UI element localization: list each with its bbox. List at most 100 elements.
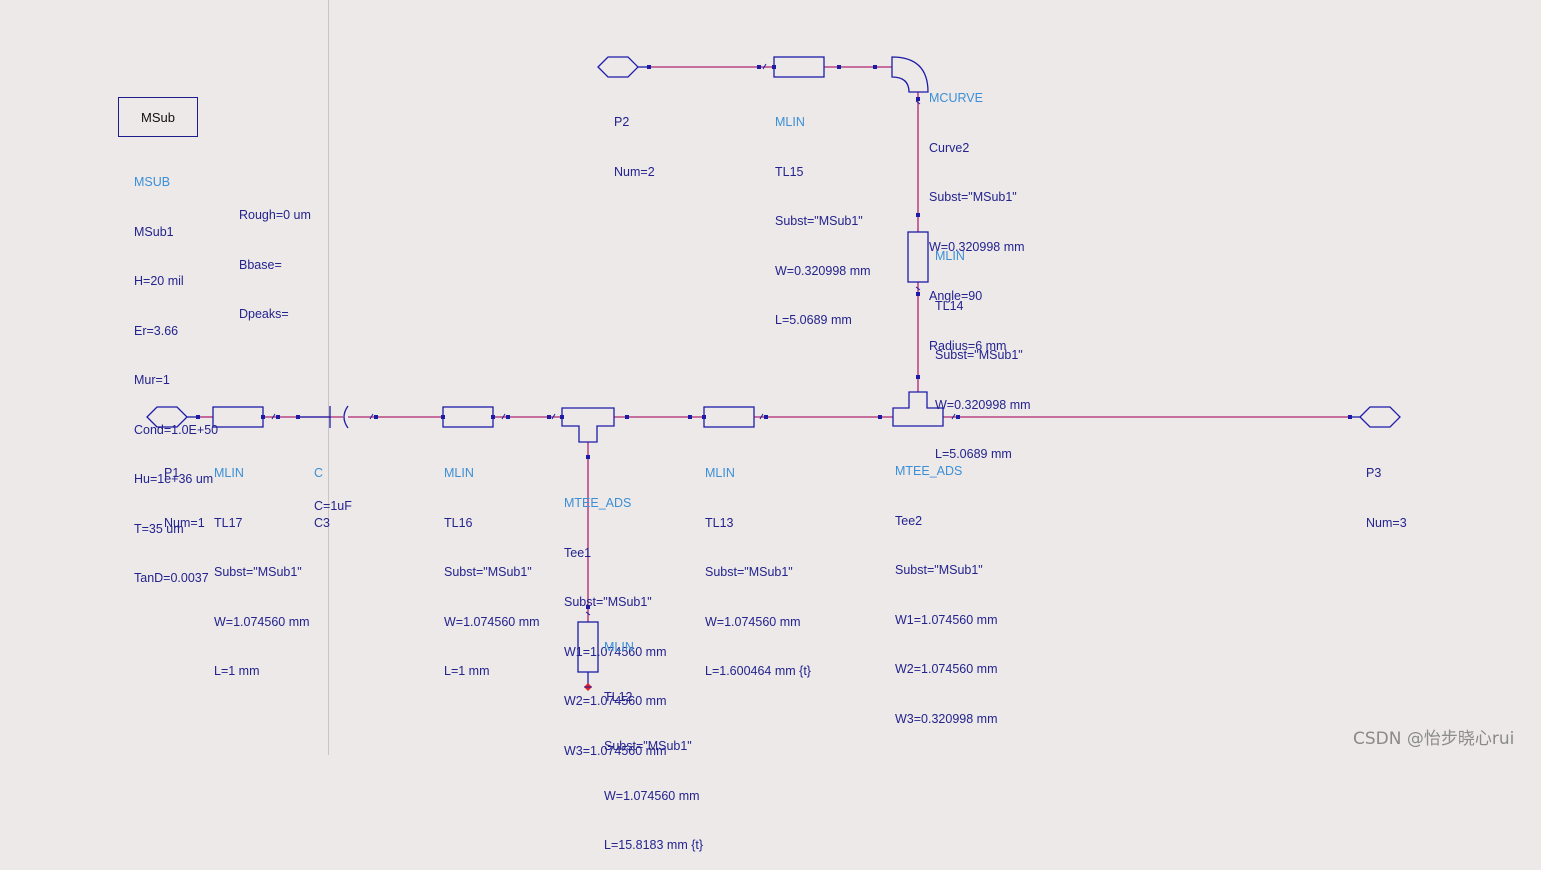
tl12-end-marker [584, 683, 592, 691]
component-name: TL14 [935, 298, 964, 313]
component-name: TL15 [775, 164, 804, 179]
component-param: W=0.320998 mm [929, 239, 1025, 254]
component-param: W2=1.074560 mm [895, 662, 998, 676]
msub-param: Bbase= [239, 257, 282, 272]
component-name: C3 [314, 515, 330, 530]
msub-param: Rough=0 um [239, 208, 311, 222]
port-p3-label: P3 Num=3 [1366, 432, 1407, 548]
component-param: Subst="MSub1" [444, 565, 532, 579]
component-type: C [314, 466, 324, 480]
component-param: W=1.074560 mm [444, 614, 540, 629]
component-param: W=1.074560 mm [705, 614, 801, 629]
port-num: Num=1 [164, 515, 205, 530]
component-type: MLIN [935, 249, 965, 263]
component-param: Subst="MSub1" [895, 563, 983, 577]
tl15-symbol[interactable] [773, 56, 825, 78]
port-num: Num=2 [614, 164, 655, 179]
tee2-label: MTEE_ADS Tee2 Subst="MSub1" W1=1.074560 … [895, 430, 997, 744]
tl15-label: MLIN TL15 Subst="MSub1" W=0.320998 mm L=… [775, 81, 871, 345]
msub-param: Mur=1 [134, 373, 170, 387]
port-name: P2 [614, 115, 630, 129]
component-param: W=1.074560 mm [604, 788, 700, 803]
component-param: Subst="MSub1" [564, 595, 652, 609]
pin-ticks [271, 63, 956, 616]
tl16-symbol[interactable] [442, 406, 494, 428]
schematic-canvas [146, 0, 1401, 755]
component-type: MCURVE [929, 91, 983, 105]
port-p3-symbol[interactable] [1359, 406, 1401, 428]
component-type: MTEE_ADS [564, 496, 632, 510]
component-type: MLIN [444, 466, 474, 480]
component-name: Curve2 [929, 140, 970, 155]
component-param: W1=1.074560 mm [564, 644, 667, 659]
component-type: MLIN [775, 115, 805, 129]
c3-param-label: C=1uF [314, 465, 352, 531]
msub-param: Er=3.66 [134, 323, 179, 338]
port-p1-label: P1 Num=1 [164, 432, 205, 548]
tl17-symbol[interactable] [212, 406, 264, 428]
port-p2-label: P2 Num=2 [614, 81, 655, 197]
tl16-label: MLIN TL16 Subst="MSub1" W=1.074560 mm L=… [444, 432, 540, 696]
component-name: TL12 [604, 689, 633, 704]
curve2-label: MCURVE Curve2 Subst="MSub1" W=0.320998 m… [929, 57, 1025, 371]
pins [196, 65, 1352, 609]
port-num: Num=3 [1366, 515, 1407, 530]
msub-symbol[interactable]: MSub [118, 97, 198, 137]
tee1-symbol[interactable] [561, 407, 615, 443]
curve2-symbol[interactable] [891, 56, 929, 93]
watermark: CSDN @怡步晓心rui [1353, 729, 1515, 749]
tl14-label: MLIN TL14 Subst="MSub1" W=0.320998 mm L=… [935, 215, 1031, 479]
component-param: W=1.074560 mm [214, 614, 310, 629]
msub-param: H=20 mil [134, 274, 184, 288]
tl13-symbol[interactable] [703, 406, 755, 428]
component-param: Subst="MSub1" [775, 214, 863, 228]
component-type: MLIN [214, 466, 244, 480]
component-param: Angle=90 [929, 289, 983, 303]
component-param: Subst="MSub1" [604, 739, 692, 753]
component-param: W3=0.320998 mm [895, 711, 998, 726]
component-param: L=15.8183 mm {t} [604, 838, 704, 852]
tl17-label: MLIN TL17 Subst="MSub1" W=1.074560 mm L=… [214, 432, 310, 696]
component-param: Subst="MSub1" [929, 190, 1017, 204]
component-type: MLIN [604, 640, 634, 654]
component-param: C=1uF [314, 499, 352, 513]
component-param: Radius=6 mm [929, 338, 1007, 353]
component-type: MLIN [705, 466, 735, 480]
port-name: P3 [1366, 466, 1382, 480]
tee1-label: MTEE_ADS Tee1 Subst="MSub1" W1=1.074560 … [564, 462, 666, 776]
msub-param: Cond=1.0E+50 [134, 422, 219, 437]
tl13-label: MLIN TL13 Subst="MSub1" W=1.074560 mm L=… [705, 432, 811, 696]
components [146, 56, 1401, 686]
component-param: L=5.0689 mm [775, 313, 852, 327]
component-type: MTEE_ADS [895, 464, 963, 478]
c3-label-top: C C3 [314, 432, 330, 548]
msub-label: MSUB MSub1 H=20 mil Er=3.66 Mur=1 Cond=1… [134, 141, 218, 603]
port-name: P1 [164, 466, 180, 480]
component-param: W=0.320998 mm [775, 263, 871, 278]
component-param: Subst="MSub1" [935, 348, 1023, 362]
component-param: Subst="MSub1" [705, 565, 793, 579]
component-param: W2=1.074560 mm [564, 694, 667, 708]
port-p2-symbol[interactable] [597, 56, 639, 78]
msub-param: T=35 um [134, 521, 184, 536]
component-param: L=1 mm [214, 664, 260, 678]
component-name: TL13 [705, 515, 734, 530]
msub-label-right: Rough=0 um Bbase= Dpeaks= [239, 174, 311, 339]
msub-param: Hu=1e+36 um [134, 472, 214, 486]
component-param: L=1 mm [444, 664, 490, 678]
tl14-symbol[interactable] [907, 231, 929, 283]
component-name: Tee1 [564, 545, 592, 560]
component-param: L=5.0689 mm [935, 447, 1012, 461]
msub-symbol-label: MSub [141, 109, 175, 125]
component-param: W1=1.074560 mm [895, 612, 998, 627]
c3-plate-right[interactable] [343, 405, 349, 429]
msub-type: MSUB [134, 175, 171, 189]
msub-name: MSub1 [134, 224, 174, 239]
component-name: TL17 [214, 515, 243, 530]
component-param: W3=1.074560 mm [564, 743, 667, 758]
msub-param: Dpeaks= [239, 307, 289, 321]
component-name: TL16 [444, 515, 473, 530]
component-name: Tee2 [895, 513, 923, 528]
component-param: Subst="MSub1" [214, 565, 302, 579]
tee2-symbol[interactable] [892, 391, 944, 427]
